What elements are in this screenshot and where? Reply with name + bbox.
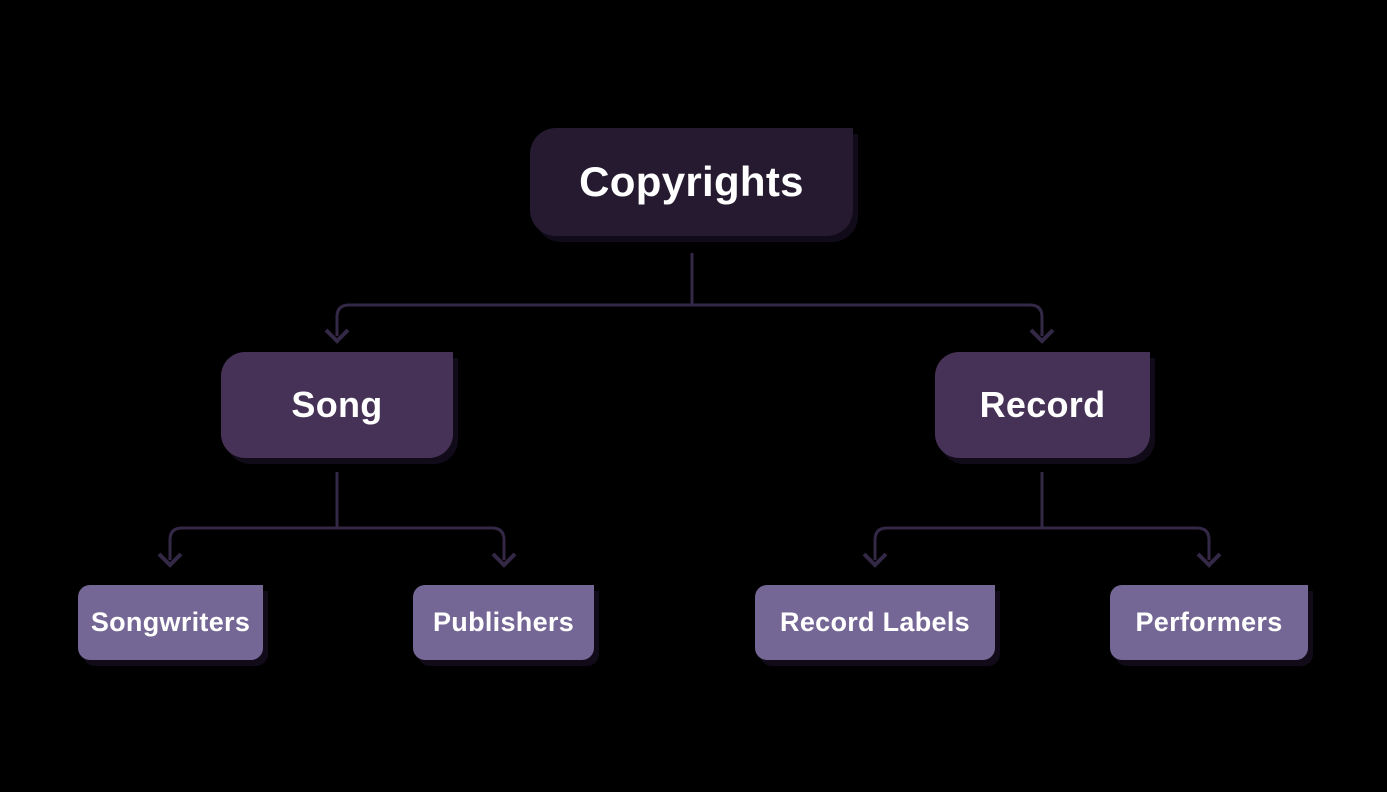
node-record-labels: Record Labels	[755, 585, 995, 660]
node-record: Record	[935, 352, 1150, 458]
arrowhead-to-publishers-icon	[491, 552, 517, 568]
arrowhead-to-record-icon	[1029, 328, 1055, 344]
node-record-labels-label: Record Labels	[780, 607, 970, 637]
node-publishers-label: Publishers	[432, 607, 575, 637]
connector-copyrights-branches	[335, 303, 1044, 336]
arrowhead-to-record-labels-icon	[862, 552, 888, 568]
node-song: Song	[221, 352, 453, 458]
node-record-label: Record	[979, 384, 1106, 425]
node-song-label: Song	[291, 384, 383, 425]
node-copyrights-label: Copyrights	[579, 158, 804, 205]
node-publishers: Publishers	[413, 585, 594, 660]
node-performers: Performers	[1110, 585, 1308, 660]
node-performers-label: Performers	[1135, 607, 1283, 637]
arrowhead-to-songwriters-icon	[157, 552, 183, 568]
node-songwriters-label: Songwriters	[90, 607, 251, 637]
node-songwriters: Songwriters	[78, 585, 263, 660]
arrowhead-to-song-icon	[324, 328, 350, 344]
connector-record-branches	[873, 526, 1211, 560]
node-copyrights: Copyrights	[530, 128, 853, 236]
connector-song-branches	[168, 526, 506, 560]
arrowhead-to-performers-icon	[1196, 552, 1222, 568]
